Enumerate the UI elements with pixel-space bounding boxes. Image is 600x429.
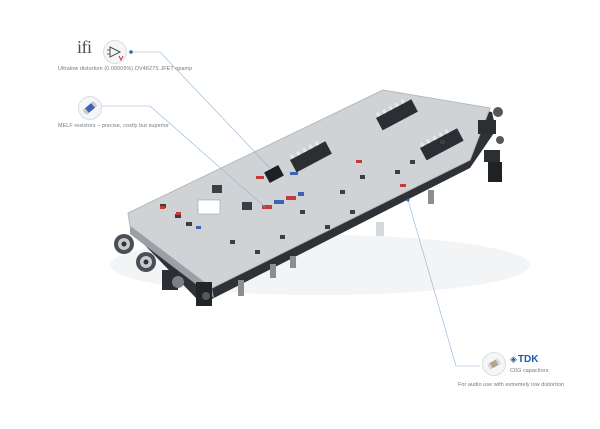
tdk-brand: TDK: [517, 354, 539, 365]
board-front-edge: [130, 226, 214, 298]
rca-jacks: [114, 234, 212, 306]
opamp-chip: [264, 164, 284, 184]
opamp-symbol-icon: [103, 40, 127, 64]
capacitors-title: C0G capacitors: [510, 368, 549, 374]
melf-resistors: [160, 160, 406, 229]
tdk-mark-icon: ◈: [510, 354, 517, 364]
melf-resistor-icon: [78, 96, 102, 120]
board-legs: [238, 190, 434, 296]
resistors-caption: MELF resistors – precise, costly but sup…: [58, 123, 169, 129]
tdk-logo: ◈TDK: [510, 354, 538, 365]
leader-lines: [98, 51, 480, 367]
opamp-caption: Ultralow distortion (0.00005%) OV4627S J…: [58, 66, 193, 72]
right-connectors: [478, 107, 504, 182]
capacitors-caption: For audio use with extremely low distort…: [458, 382, 565, 388]
ifi-logo: ifi: [77, 37, 92, 57]
smd-capacitor-icon: [482, 352, 506, 376]
leader-dots: [129, 50, 410, 202]
ic-sockets: [289, 98, 464, 173]
